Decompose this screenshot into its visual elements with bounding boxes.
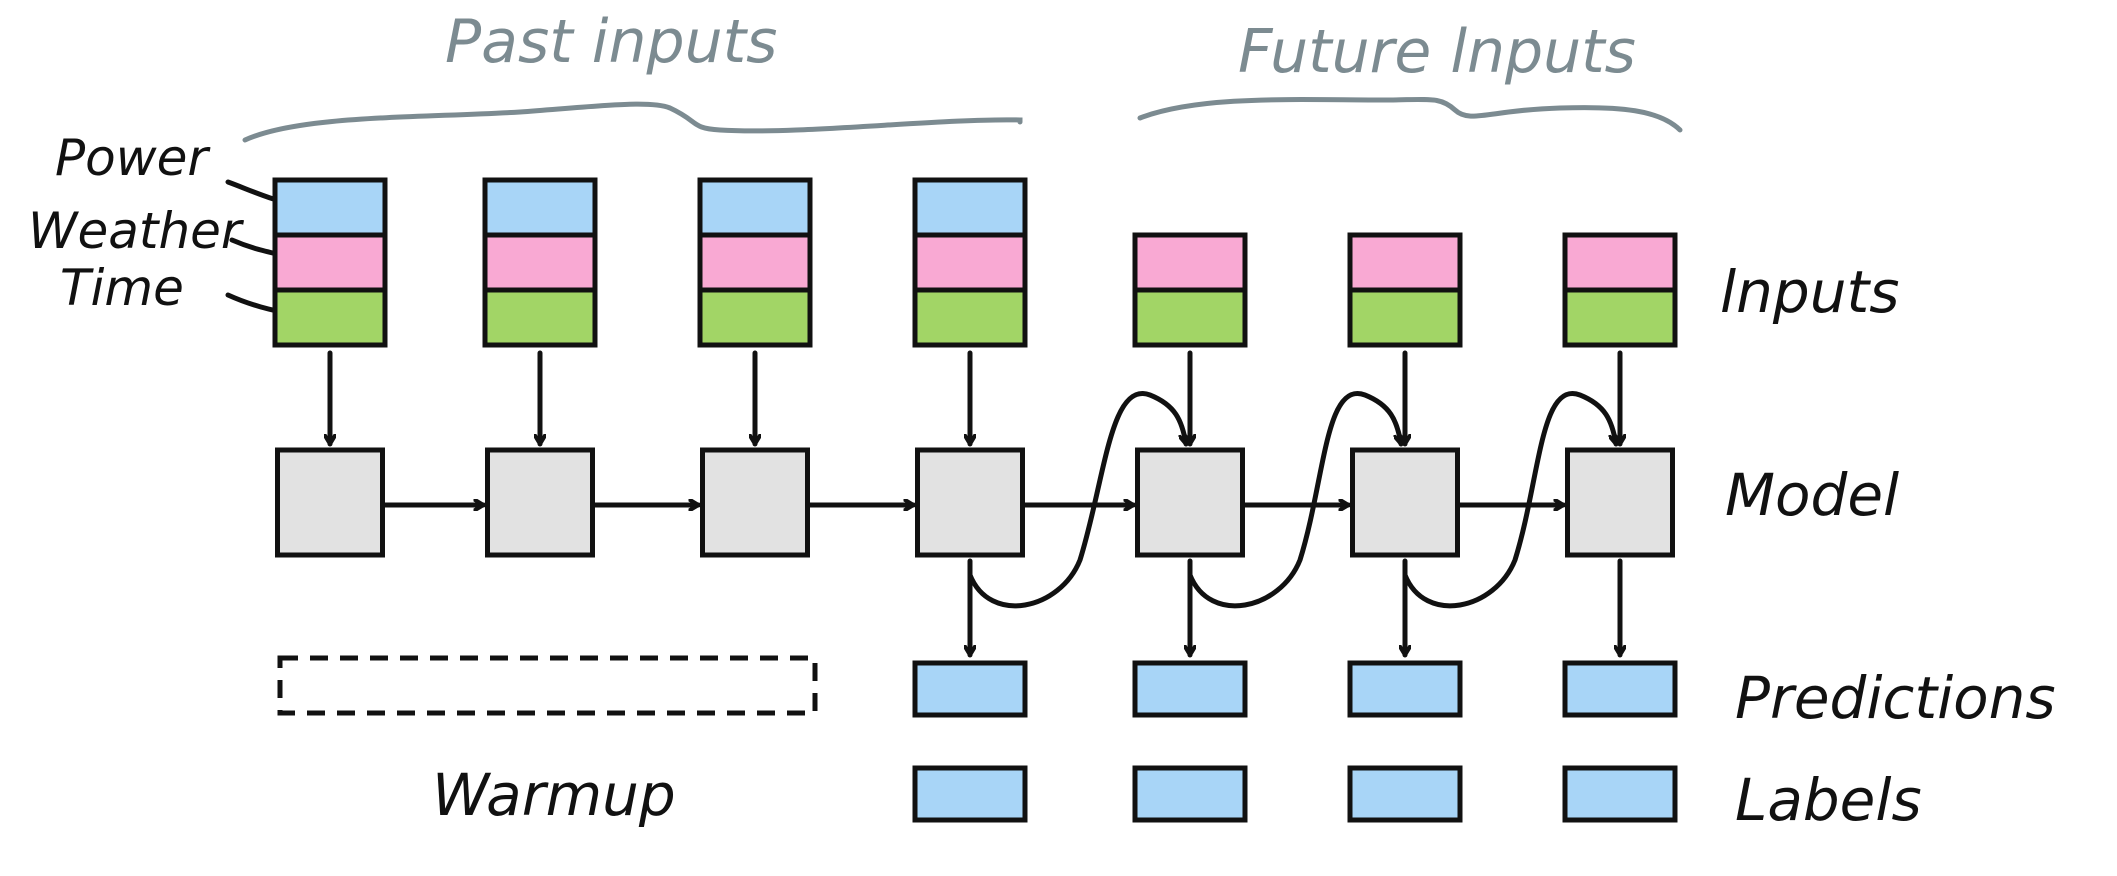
past-inputs-brace [242,101,1023,143]
input-segment-power [912,177,1028,238]
prediction-box [912,660,1028,718]
row-label-inputs: lnputs [1720,258,1899,326]
row-label-labels: Labels [1735,766,1922,834]
warmup-label: Warmup [432,761,676,829]
input-segment-time [697,287,813,348]
feedback-arrow [1187,391,1401,609]
input-segment-weather [1562,232,1678,293]
prediction-box [1347,660,1463,718]
label-box [912,765,1028,823]
model-box [1350,447,1460,558]
input-segment-weather [1132,232,1248,293]
row-label-model: Model [1725,461,1899,529]
model-box [1135,447,1245,558]
feature-label-power: Power [55,129,211,187]
input-segment-weather [272,232,388,293]
model-box [700,447,810,558]
input-segment-weather [482,232,598,293]
input-segment-time [1132,287,1248,348]
feedback-arrow [967,391,1186,609]
input-segment-weather [912,232,1028,293]
feedback-arrow [1402,391,1616,609]
feature-label-weather: Weather [28,202,245,260]
input-segment-power [482,177,598,238]
input-segment-time [272,287,388,348]
input-segment-power [697,177,813,238]
feature-label-time: Time [60,259,184,317]
timestep-columns [272,177,1678,823]
future-inputs-brace [1137,96,1683,133]
input-segment-time [1347,287,1463,348]
model-box [275,447,385,558]
row-label-predictions: Predictions [1735,664,2056,732]
input-segment-weather [697,232,813,293]
model-box [1565,447,1675,558]
input-segment-power [272,177,388,238]
input-segment-time [482,287,598,348]
input-segment-weather [1347,232,1463,293]
prediction-box [1562,660,1678,718]
warmup-placeholder [277,655,818,716]
input-segment-time [912,287,1028,348]
model-box [485,447,595,558]
future-inputs-header: Future lnputs [1238,17,1636,87]
prediction-box [1132,660,1248,718]
model-box [915,447,1025,558]
label-box [1132,765,1248,823]
input-segment-time [1562,287,1678,348]
label-box [1347,765,1463,823]
past-inputs-header: Past inputs [445,7,777,77]
label-box [1562,765,1678,823]
